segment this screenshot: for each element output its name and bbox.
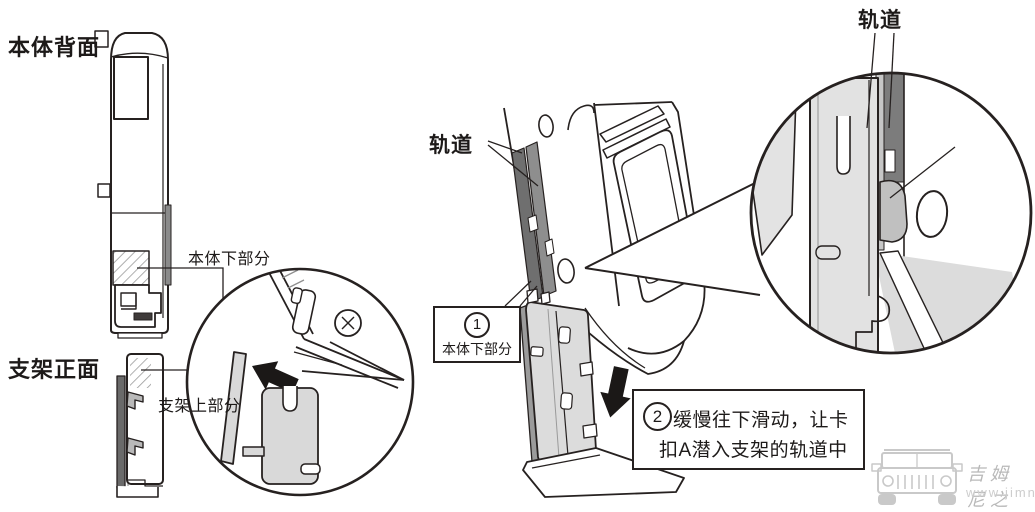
callout-wedge — [584, 181, 770, 296]
watermark-url: www.jimnyu.com — [966, 485, 1035, 500]
watermark-brand: 吉姆尼之家 — [967, 464, 1013, 510]
step2-instruction-box: 2 缓慢往下滑动，让卡 扣A潜入支架的轨道中 — [632, 389, 865, 470]
rail-label-center: 轨道 — [429, 134, 473, 157]
arrow-insert-icon — [252, 361, 299, 393]
callout-body-lower: 本体下部分 — [188, 251, 271, 268]
rail-label-right: 轨道 — [858, 9, 902, 32]
bracket-upper-hatch-area — [130, 358, 151, 388]
step2-number-badge: 2 — [643, 402, 672, 431]
bracket-3d-view — [519, 288, 685, 498]
arrow-down-icon — [600, 366, 631, 418]
bracket-front-view — [116, 353, 164, 498]
bracket-hook-top — [126, 391, 144, 410]
callout-bracket-upper: 支架上部分 — [158, 398, 241, 415]
bracket-hook-bottom — [126, 437, 144, 456]
magnifier-circle-left — [185, 267, 415, 497]
mount-hole-top — [538, 114, 554, 138]
bracket-upper-tip — [220, 351, 247, 465]
jeep-icon — [871, 449, 963, 505]
title-body-back: 本体背面 — [8, 35, 101, 60]
mount-hole-bottom — [557, 258, 575, 284]
step1-number-badge: 1 — [464, 312, 490, 338]
screw-icon — [334, 309, 362, 337]
bracket-panel-detail — [809, 77, 891, 353]
step1-label: 本体下部分 — [442, 341, 512, 357]
step1-pointer — [504, 280, 538, 307]
step1-callout-box: 1 本体下部分 — [433, 306, 521, 363]
title-bracket-front: 支架正面 — [8, 357, 101, 382]
step2-instruction-line1: 缓慢往下滑动，让卡 — [673, 410, 849, 431]
clip-leader-line — [889, 146, 956, 199]
device-back-view — [94, 30, 172, 339]
magnifier-circle-right — [749, 71, 1033, 355]
step2-instruction-line2: 扣A潜入支架的轨道中 — [659, 440, 848, 461]
device-rails — [511, 141, 557, 303]
oval-hole — [915, 190, 949, 238]
clip-a — [879, 179, 908, 243]
rail-label-leaders — [487, 32, 895, 187]
